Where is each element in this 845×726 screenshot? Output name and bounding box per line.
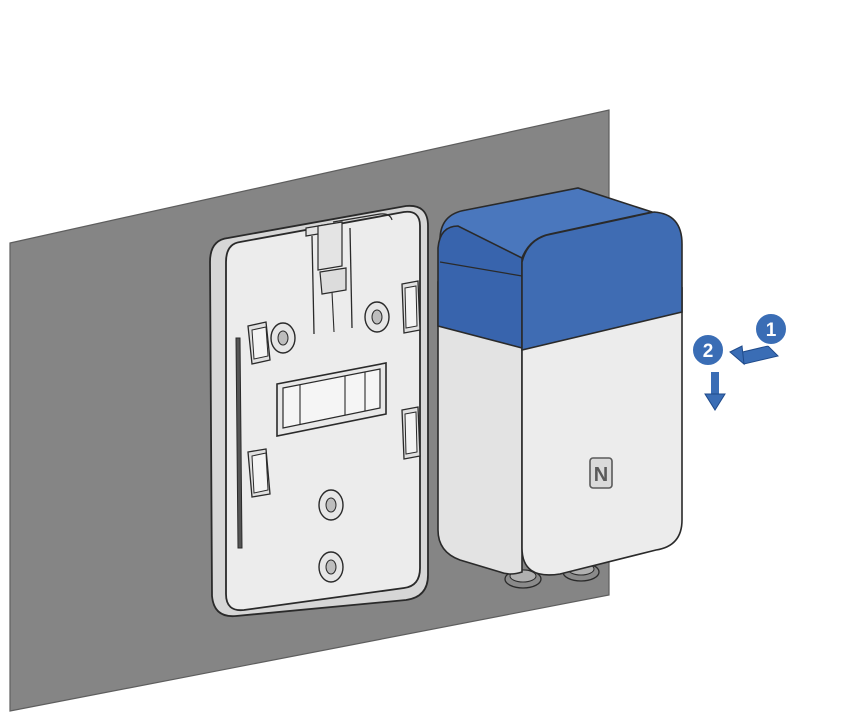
step-1-annotation: 1 — [729, 312, 788, 366]
sensor-device: N — [437, 187, 683, 589]
push-down-arrow-shaft — [711, 372, 719, 396]
screw-hole-top-right — [364, 301, 390, 333]
step-2-annotation: 2 — [691, 333, 726, 411]
step-2-label: 2 — [703, 341, 714, 362]
bracket-left-clip-top — [247, 321, 271, 365]
bracket-right-clip-bottom — [401, 406, 421, 460]
screw-hole-middle — [318, 489, 344, 521]
mounting-bracket — [209, 204, 429, 618]
step-1-label: 1 — [766, 320, 777, 341]
screw-hole-bottom — [318, 551, 344, 583]
bracket-center-slot — [276, 362, 387, 437]
bracket-right-clip-top — [401, 280, 421, 334]
screw-hole-top-left — [270, 322, 296, 354]
bracket-left-clip-bottom — [247, 448, 271, 498]
nfc-icon: N — [589, 457, 613, 489]
nfc-mark-label: N — [594, 464, 608, 486]
step-1-badge — [754, 312, 788, 346]
push-down-arrow-head — [704, 393, 726, 411]
step-2-badge — [691, 333, 725, 367]
